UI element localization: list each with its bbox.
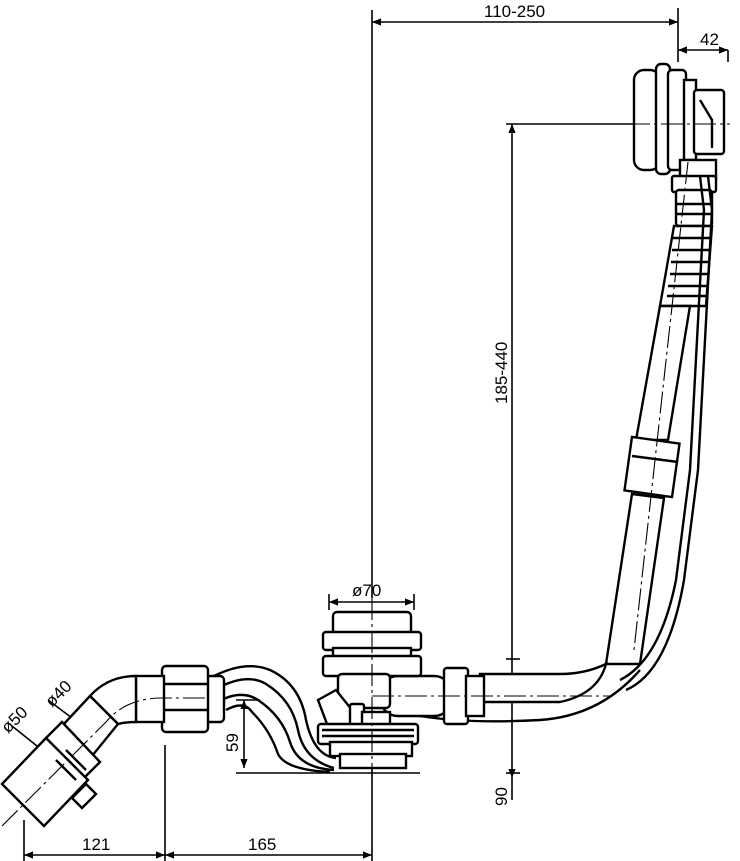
dim-base-height: 90 (492, 787, 511, 806)
dim-drain-height: 59 (223, 733, 242, 752)
drain-trap (204, 664, 337, 774)
overflow-head (632, 62, 726, 228)
dim-drain-diameter: ø70 (352, 581, 381, 600)
dim-overflow-height: 185-440 (492, 342, 511, 404)
dim-overflow-offset: 110-250 (484, 2, 545, 21)
center-lines (1, 123, 730, 827)
drain-body (316, 610, 423, 770)
dim-overflow-width: 42 (700, 30, 719, 49)
overflow-hose (658, 224, 714, 308)
overflow-pipe (379, 175, 714, 723)
dim-drain-offset: 165 (248, 835, 276, 854)
dim-outlet-offset: 121 (82, 835, 110, 854)
dim-outlet-diameter-large: ø50 (0, 703, 32, 737)
dim-outlet-diameter-small: ø40 (41, 677, 75, 711)
outlet-elbow (0, 664, 210, 828)
